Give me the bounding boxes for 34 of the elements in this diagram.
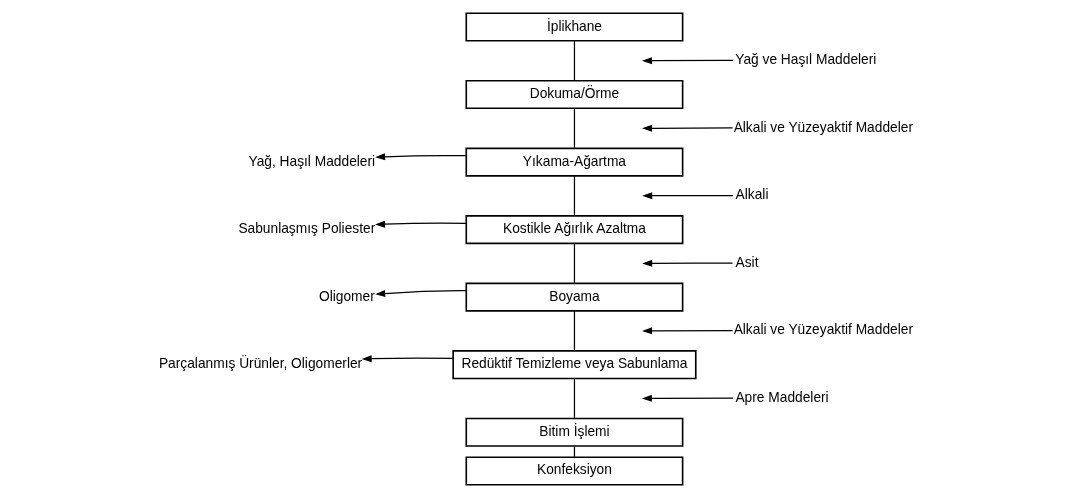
connector (573, 40, 575, 81)
node-box: Kostikle Ağırlık Azaltma (464, 215, 683, 245)
node-text: Alkali ve Yüzeyaktif Maddeler (733, 119, 913, 135)
connector (573, 107, 575, 149)
arrow (641, 327, 733, 335)
node-box: İplikhane (464, 12, 683, 42)
node-text: Oligomer (318, 288, 375, 304)
connector (573, 242, 575, 284)
connector (573, 175, 575, 217)
node-text: Sabunlaşmış Poliester (237, 221, 375, 237)
node-box: Yıkama-Ağartma (464, 147, 683, 177)
node-text: Asit (735, 254, 758, 270)
node-text: Yağ, Haşıl Maddeleri (248, 153, 375, 169)
arrow (641, 124, 733, 132)
connector (573, 310, 575, 352)
arrow (641, 259, 733, 267)
node-text: Parçalanmış Ürünler, Oligomerler (158, 356, 362, 372)
arrow (641, 394, 734, 402)
node-text: Apre Maddeleri (734, 389, 829, 405)
arrow (374, 153, 467, 161)
node-box: Dokuma/Örme (464, 79, 683, 110)
connector (573, 377, 575, 419)
node-text: Yağ ve Haşıl Maddeleri (734, 52, 876, 68)
node-text: Alkali ve Yüzeyaktif Maddeler (733, 322, 913, 338)
node-box: Konfeksiyon (464, 456, 683, 486)
arrow (361, 355, 454, 363)
node-box: Bitim İşlemi (464, 417, 683, 447)
arrow (641, 57, 734, 65)
arrow (374, 220, 467, 228)
node-box: Redüktif Temizleme veya Sabunlama (451, 350, 697, 380)
node-text: Alkali (735, 187, 768, 203)
arrow (374, 289, 467, 297)
node-box: Boyama (464, 282, 683, 312)
arrow (641, 192, 734, 200)
